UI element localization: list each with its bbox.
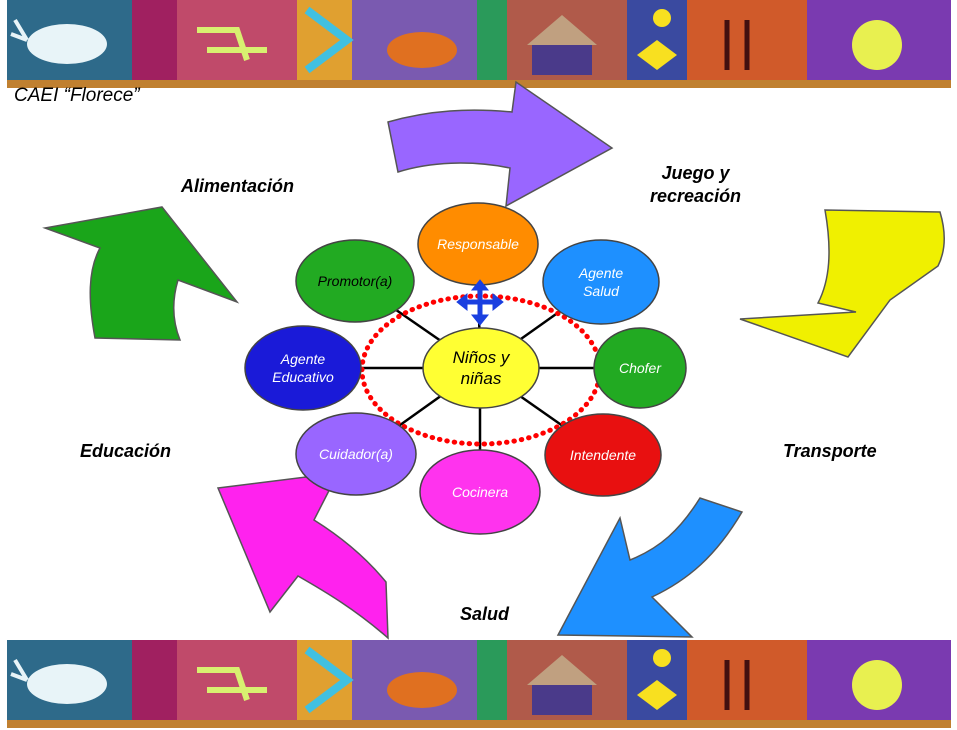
- role-cuidador-shape: [295, 412, 417, 496]
- four-way-arrow-icon: [456, 279, 504, 326]
- role-agente-educativo-label: Agente Educativo: [272, 351, 334, 385]
- label-juego-recreacion: Juego y recreación: [650, 163, 742, 206]
- role-agente-salud-shape: [542, 239, 660, 325]
- role-agente-educativo-shape: [244, 325, 362, 411]
- role-cuidador-label: Cuidador(a): [319, 446, 393, 462]
- label-educacion: Educación: [80, 441, 172, 461]
- role-responsable-label: Responsable: [437, 236, 519, 252]
- slide-title: CAEI “Florece”: [14, 85, 140, 106]
- label-salud: Salud: [460, 604, 510, 624]
- arrow-transporte: [739, 209, 945, 358]
- role-intendente-label: Intendente: [569, 447, 637, 463]
- role-chofer-label: Chofer: [618, 360, 662, 376]
- center-label: Niños y niñas: [452, 348, 510, 388]
- role-chofer-shape: [593, 327, 687, 409]
- role-cocinera-shape: [419, 449, 541, 535]
- label-alimentacion: Alimentación: [181, 176, 295, 196]
- role-promotor-label: Promotor(a): [317, 273, 393, 289]
- arrow-alimentacion: [42, 206, 240, 341]
- decorative-banner-top: [7, 0, 951, 88]
- role-intendente-shape: [544, 413, 662, 497]
- role-agente-salud-label: Agente Salud: [578, 265, 624, 299]
- label-transporte: Transporte: [783, 441, 877, 461]
- arrow-juego: [387, 80, 614, 208]
- decorative-banner-bottom: [7, 640, 951, 728]
- center-shape: [422, 327, 540, 409]
- arrow-educacion: [216, 472, 389, 640]
- role-cocinera-label: Cocinera: [451, 484, 509, 500]
- role-promotor-shape: [295, 239, 415, 323]
- arrow-salud: [556, 497, 744, 638]
